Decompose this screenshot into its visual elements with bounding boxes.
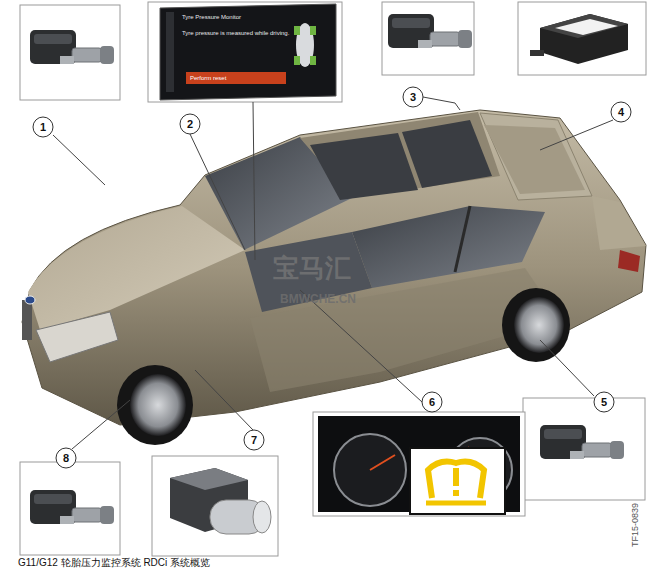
rdc-module: [530, 14, 628, 64]
art-circle: [334, 434, 406, 506]
art-circle: [56, 448, 76, 468]
art-use: [388, 14, 472, 48]
instrument-cluster: [318, 416, 520, 514]
callout-number: 4: [618, 106, 624, 118]
art-rect: [410, 448, 505, 514]
figure-code: TF15-0839: [631, 503, 641, 547]
art-path: [36, 312, 118, 362]
art-path: [28, 206, 245, 330]
art-circle: [422, 392, 442, 412]
art-rect: [310, 26, 316, 35]
art-ellipse: [253, 501, 271, 533]
art-rect: [453, 490, 459, 496]
art-line: [455, 206, 470, 272]
art-line: [370, 455, 395, 470]
art-rect: [310, 56, 316, 65]
art-rect: [294, 26, 300, 35]
callout-number: 6: [429, 396, 435, 408]
art-path: [484, 125, 585, 194]
callout-number: 8: [63, 452, 69, 464]
leader-lines: [53, 97, 613, 449]
art-circle: [403, 87, 423, 107]
art-rect: [523, 398, 645, 500]
art-path: [310, 133, 418, 200]
art-use: [540, 425, 624, 459]
art-rect: [313, 412, 525, 516]
art-path: [160, 4, 336, 100]
art-rect: [20, 462, 120, 555]
art-path: [540, 14, 628, 64]
art-rect: [20, 5, 120, 100]
art-polyline: [300, 290, 422, 402]
callout-number: 7: [251, 434, 257, 446]
art-path: [170, 468, 248, 490]
art-rect: [382, 2, 474, 75]
art-polyline: [72, 400, 130, 449]
inset-frames: [20, 2, 646, 556]
car: [22, 110, 646, 445]
art-circle: [33, 117, 53, 137]
art-rect: [152, 456, 278, 556]
art-rect: [294, 56, 300, 65]
art-path: [555, 19, 618, 35]
art-use: [30, 30, 114, 64]
figure-caption: G11/G12 轮胎压力监控系统 RDCi 系统概览: [18, 557, 210, 568]
art-ellipse: [25, 296, 35, 304]
art-rect: [530, 50, 544, 56]
watermark: BMWCHE.CN: [280, 293, 356, 306]
art-polyline: [53, 135, 105, 185]
art-rect: [453, 468, 459, 486]
art-rect: [148, 2, 342, 102]
art-polyline: [423, 97, 460, 110]
art-path: [402, 120, 492, 188]
art-polyline: [195, 370, 253, 430]
art-line: [426, 501, 486, 506]
art-ellipse: [514, 297, 564, 353]
art-rect: [186, 72, 286, 84]
art-rect: [518, 2, 646, 75]
art-path: [480, 113, 592, 200]
art-rect: [22, 300, 32, 340]
art-polyline: [253, 102, 255, 260]
screen-text: Tyre pressure is measured while driving.: [182, 30, 289, 37]
art-polyline: [540, 120, 613, 150]
art-path: [592, 196, 646, 250]
art-circle: [594, 392, 614, 412]
art-polyline: [540, 340, 594, 396]
callout-circles: [33, 87, 631, 468]
screen-text: Perform reset: [190, 75, 226, 82]
art-circle: [244, 430, 264, 450]
art-polyline: [190, 134, 245, 250]
art-ellipse: [130, 374, 186, 436]
art-path: [618, 250, 640, 272]
art-rect: [166, 12, 174, 92]
art-use: [30, 490, 114, 524]
callout-number: 2: [187, 118, 193, 130]
art-circle: [180, 114, 200, 134]
art-circle: [611, 102, 631, 122]
art-ellipse: [117, 365, 193, 445]
screen-text: Tyre Pressure Monitor: [182, 14, 241, 21]
callout-number: 1: [40, 121, 46, 133]
art-ellipse: [502, 288, 570, 362]
art-path: [245, 232, 372, 312]
cid-screen: [160, 4, 336, 100]
art-path: [428, 462, 484, 498]
art-path: [540, 14, 628, 38]
dsc-unit: [170, 468, 271, 534]
callout-number: 3: [410, 91, 416, 103]
watermark: 宝马汇: [273, 254, 351, 283]
art-path: [22, 110, 646, 425]
callout-number: 5: [601, 396, 607, 408]
